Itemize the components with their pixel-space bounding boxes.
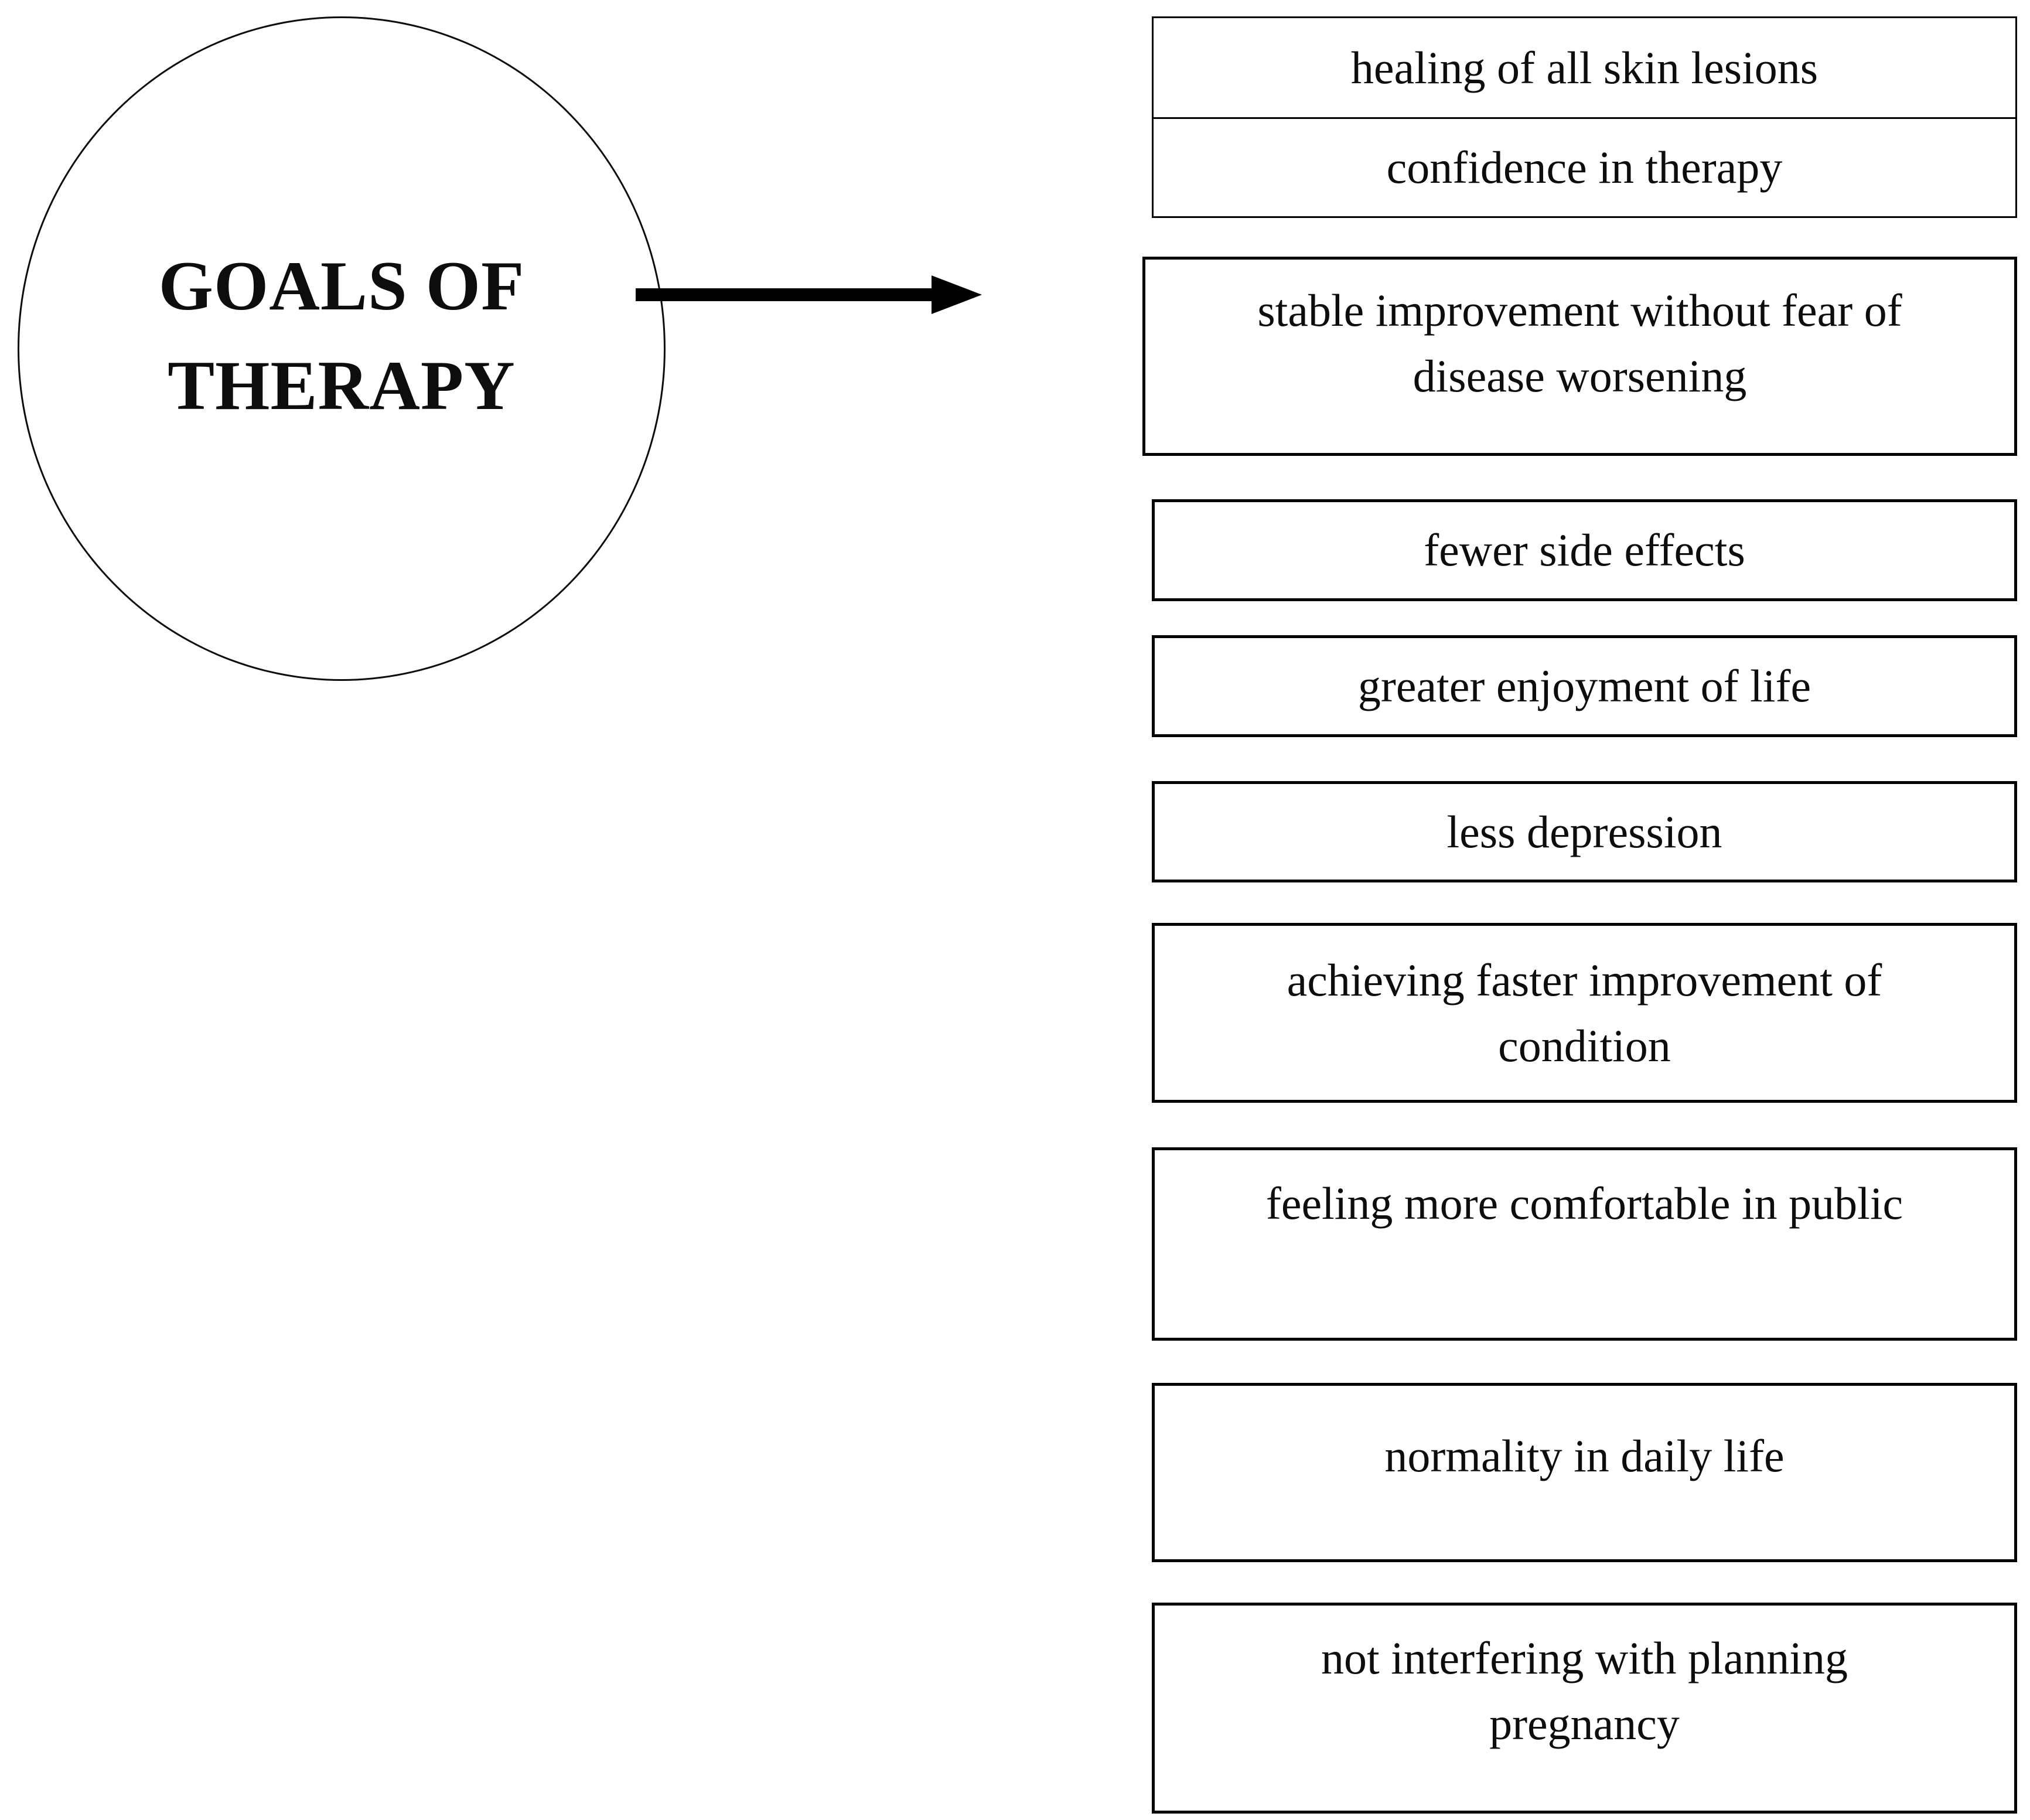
goal-text: disease worsening — [1413, 350, 1747, 401]
goal-box-cell: healing of all skin lesions — [1154, 18, 2015, 117]
goal-box-faster-improvement: achieving faster improvement of conditio… — [1152, 923, 2017, 1103]
goals-title-line: GOALS OF — [158, 247, 525, 325]
goal-text: condition — [1498, 1020, 1671, 1071]
goal-text: achieving faster improvement of — [1287, 954, 1882, 1006]
goal-box-planning-pregnancy: not interfering with planning pregnancy — [1152, 1603, 2017, 1814]
goals-title-line: THERAPY — [168, 346, 516, 424]
goal-box-healing-confidence: healing of all skin lesions confidence i… — [1152, 16, 2017, 218]
goal-text: pregnancy — [1489, 1698, 1680, 1749]
goal-text: healing of all skin lesions — [1350, 42, 1819, 93]
goal-text: greater enjoyment of life — [1357, 660, 1811, 711]
goal-text: not interfering with planning — [1321, 1632, 1848, 1683]
goal-box-cell: confidence in therapy — [1154, 117, 2015, 216]
goals-circle: GOALS OF THERAPY — [18, 16, 666, 681]
goal-box-enjoyment-of-life: greater enjoyment of life — [1152, 635, 2017, 737]
goal-box-comfortable-in-public: feeling more comfortable in public — [1152, 1147, 2017, 1341]
goal-box-stable-improvement: stable improvement without fear of disea… — [1142, 257, 2017, 456]
goal-text: stable improvement without fear of — [1257, 285, 1902, 336]
arrow-right-icon — [932, 275, 982, 314]
arrow-connector-shaft — [636, 288, 933, 301]
goal-text: less depression — [1446, 806, 1722, 857]
goal-box-normality-daily-life: normality in daily life — [1152, 1383, 2017, 1562]
goal-text: confidence in therapy — [1386, 142, 1783, 193]
goals-circle-title: GOALS OF THERAPY — [19, 236, 664, 435]
goal-text: fewer side effects — [1424, 524, 1745, 575]
goal-box-fewer-side-effects: fewer side effects — [1152, 499, 2017, 601]
goal-text: feeling more comfortable in public — [1265, 1178, 1903, 1229]
goal-box-less-depression: less depression — [1152, 781, 2017, 882]
goal-text: normality in daily life — [1384, 1430, 1785, 1481]
